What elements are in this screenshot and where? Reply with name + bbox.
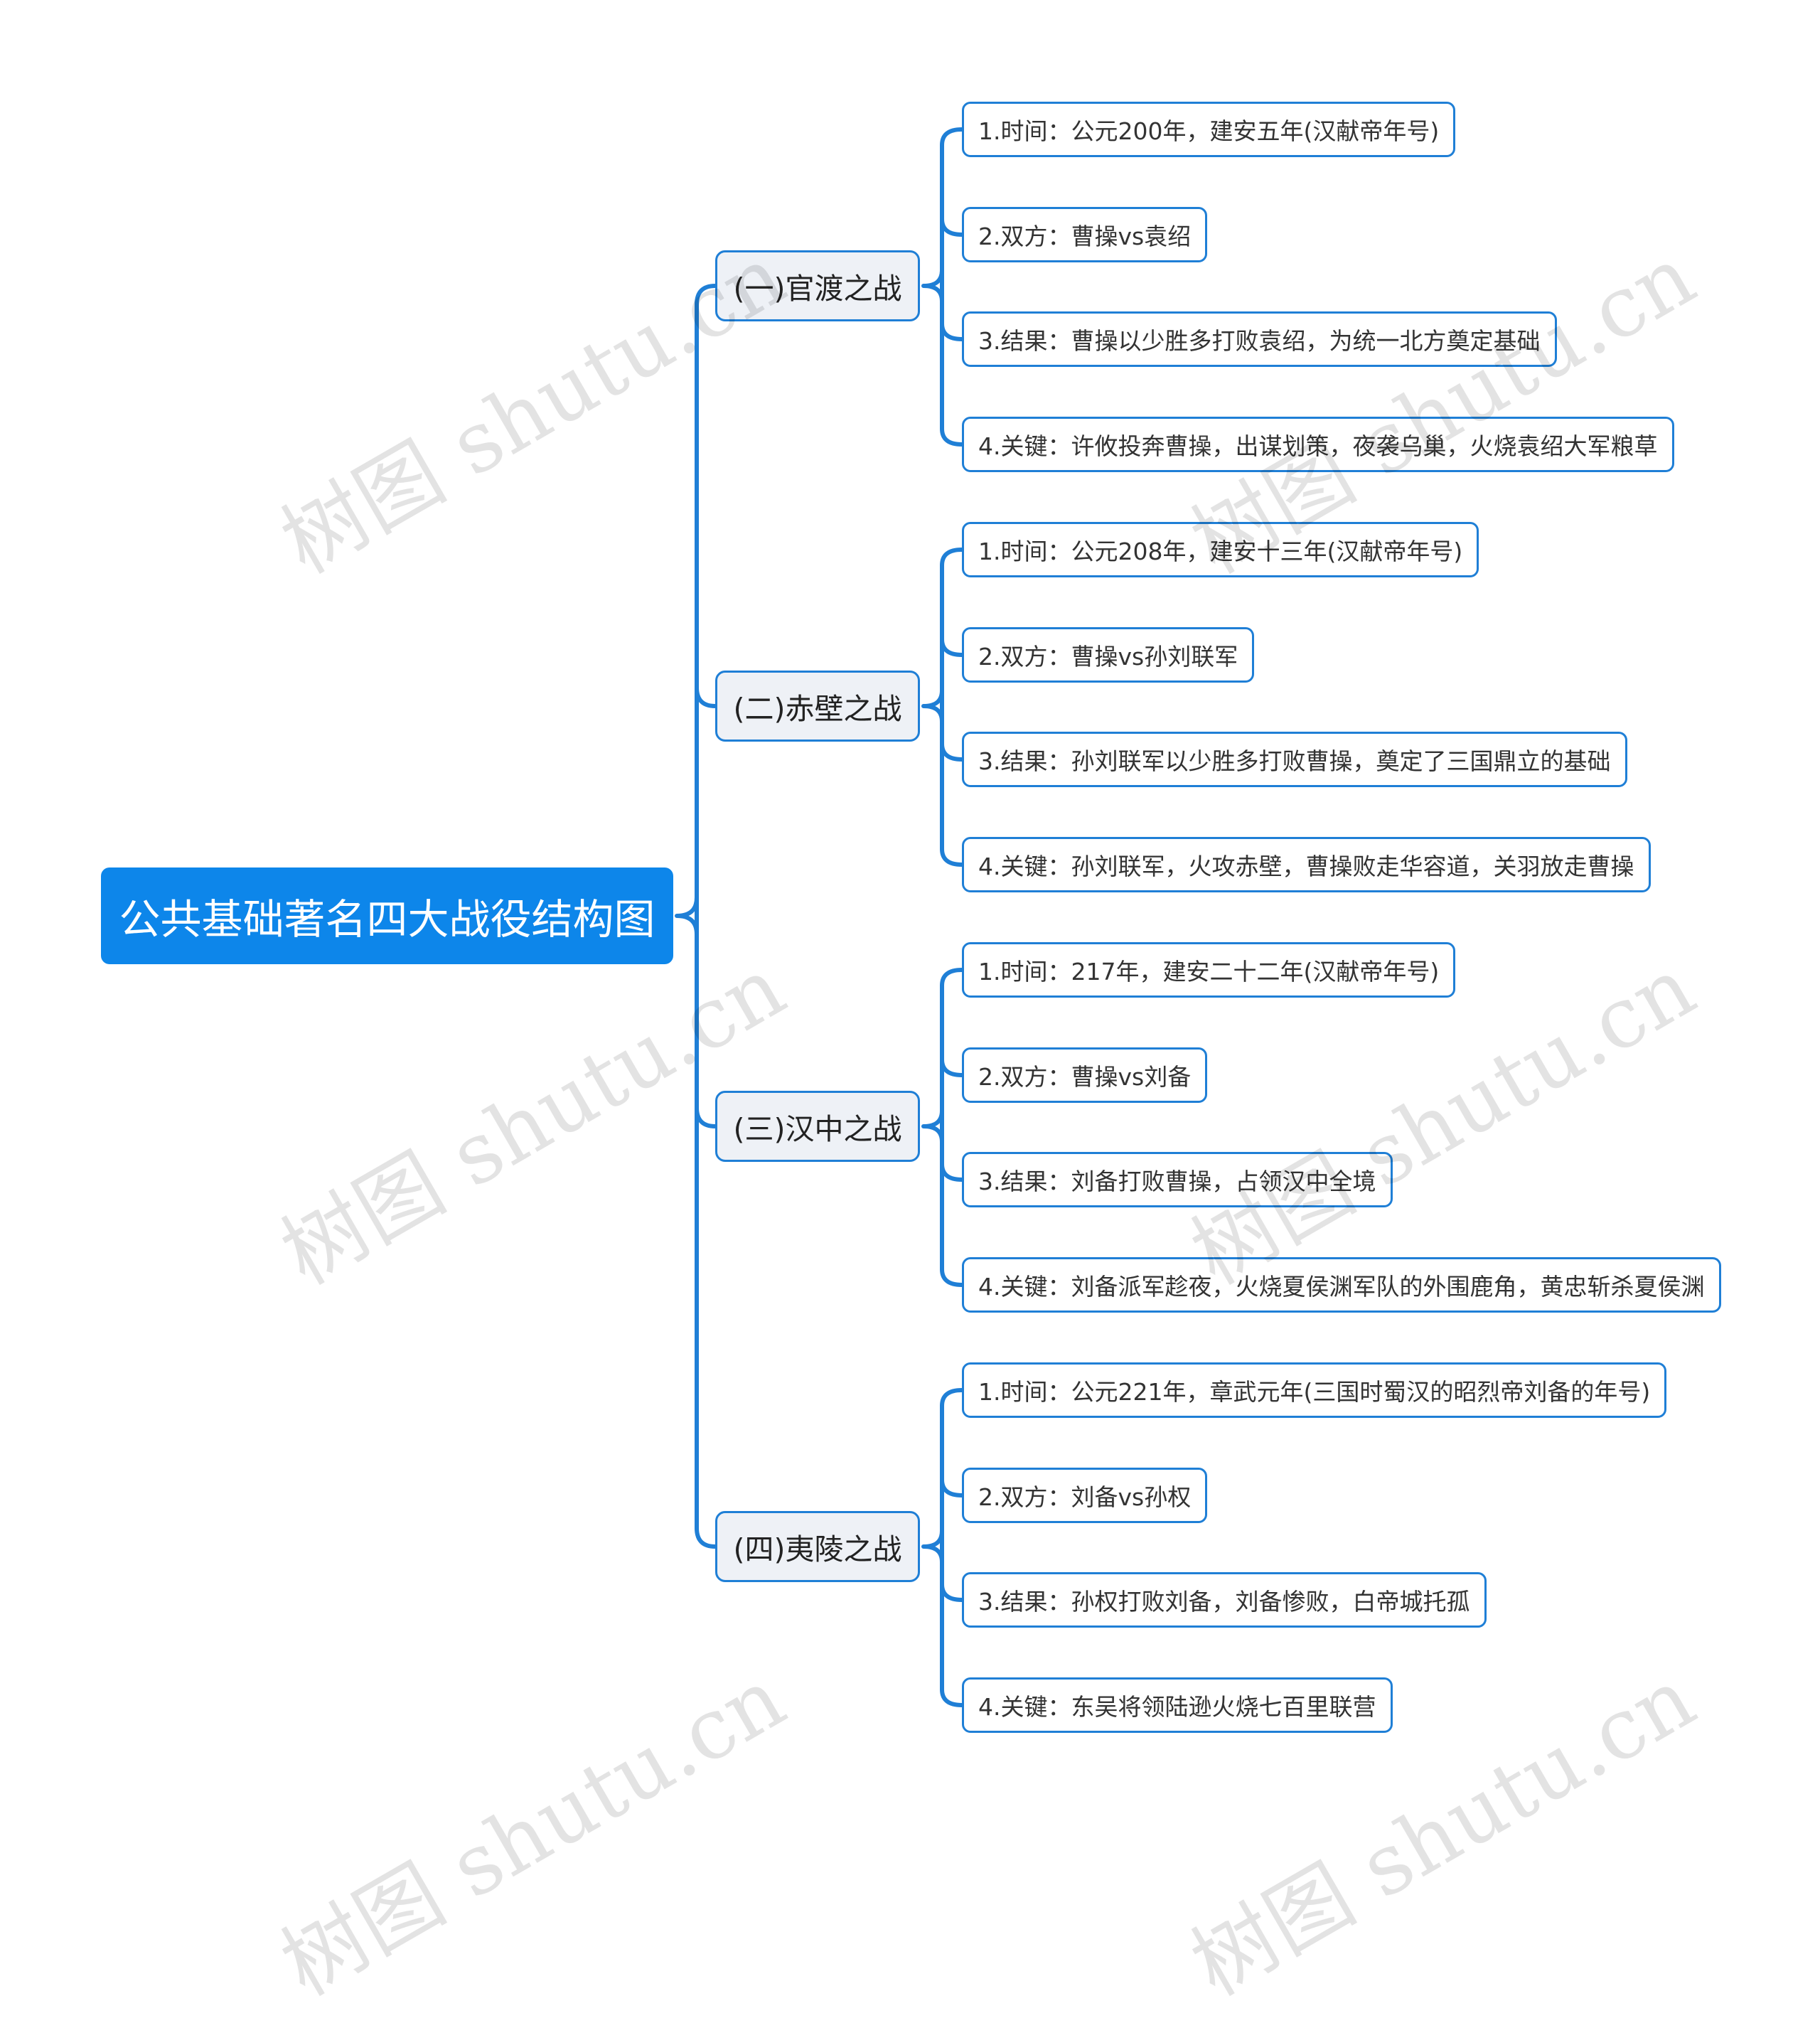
leaf-guandu-key[interactable]: 4.关键：许攸投奔曹操，出谋划策，夜袭乌巢，火烧袁绍大军粮草: [962, 417, 1674, 472]
branch-brace-4-notch: [921, 1529, 944, 1564]
branch-brace-1-tick: [940, 217, 964, 237]
root-brace-tick: [695, 685, 717, 708]
leaf-guandu-sides[interactable]: 2.双方：曹操vs袁绍: [962, 207, 1208, 262]
root-brace-bottom-end: [695, 1526, 717, 1549]
branch-brace-4-top-end: [940, 1388, 964, 1408]
branch-brace-2-tick: [940, 637, 964, 657]
leaf-yiling-result[interactable]: 3.结果：孙权打败刘备，刘备惨败，白帝城托孤: [962, 1572, 1487, 1628]
branch-brace-3-tick: [940, 1162, 964, 1182]
leaf-guandu-result[interactable]: 3.结果：曹操以少胜多打败袁绍，为统一北方奠定基础: [962, 311, 1557, 367]
branch-brace-2-bottom-end: [940, 847, 964, 867]
branch-brace-4-tick: [940, 1478, 964, 1498]
branch-brace-2-top-end: [940, 548, 964, 567]
leaf-hanzhong-sides[interactable]: 2.双方：曹操vs刘备: [962, 1047, 1208, 1103]
leaf-yiling-sides[interactable]: 2.双方：刘备vs孙权: [962, 1468, 1208, 1523]
leaf-yiling-time[interactable]: 1.时间：公元221年，章武元年(三国时蜀汉的昭烈帝刘备的年号): [962, 1362, 1667, 1418]
leaf-yiling-key[interactable]: 4.关键：东吴将领陆逊火烧七百里联营: [962, 1677, 1393, 1733]
leaf-guandu-time[interactable]: 1.时间：公元200年，建安五年(汉献帝年号): [962, 102, 1456, 157]
root-brace-top-end: [695, 284, 717, 306]
root-topic[interactable]: 公共基础著名四大战役结构图: [101, 867, 673, 964]
branch-chibi[interactable]: (二)赤壁之战: [715, 671, 920, 742]
branch-brace-1-bottom-end: [940, 427, 964, 447]
leaf-hanzhong-key[interactable]: 4.关键：刘备派军趁夜，火烧夏侯渊军队的外围鹿角，黄忠斩杀夏侯渊: [962, 1257, 1721, 1313]
branch-guandu[interactable]: (一)官渡之战: [715, 250, 920, 321]
leaf-chibi-key[interactable]: 4.关键：孙刘联军，火攻赤壁，曹操败走华容道，关羽放走曹操: [962, 837, 1651, 892]
branch-brace-3-tick: [940, 1057, 964, 1077]
connector-lines: [675, 127, 964, 1707]
root-brace-tick: [695, 1106, 717, 1128]
leaf-chibi-time[interactable]: 1.时间：公元208年，建安十三年(汉献帝年号): [962, 522, 1479, 577]
leaf-hanzhong-time[interactable]: 1.时间：217年，建安二十二年(汉献帝年号): [962, 942, 1456, 998]
branch-hanzhong[interactable]: (三)汉中之战: [715, 1091, 920, 1162]
branch-brace-2-tick: [940, 742, 964, 762]
leaf-chibi-result[interactable]: 3.结果：孙刘联军以少胜多打败曹操，奠定了三国鼎立的基础: [962, 732, 1627, 787]
branch-yiling[interactable]: (四)夷陵之战: [715, 1511, 920, 1582]
branch-brace-1-top-end: [940, 127, 964, 147]
branch-brace-3-top-end: [940, 968, 964, 988]
branch-brace-4-bottom-end: [940, 1687, 964, 1707]
branch-brace-1-notch: [921, 268, 944, 304]
branch-brace-1-tick: [940, 321, 964, 341]
branch-brace-3-notch: [921, 1109, 944, 1144]
root-brace-notch: [675, 895, 699, 936]
branch-brace-4-tick: [940, 1582, 964, 1602]
leaf-hanzhong-result[interactable]: 3.结果：刘备打败曹操，占领汉中全境: [962, 1152, 1393, 1207]
leaf-chibi-sides[interactable]: 2.双方：曹操vs孙刘联军: [962, 627, 1255, 683]
branch-brace-2-notch: [921, 688, 944, 724]
branch-brace-3-bottom-end: [940, 1267, 964, 1287]
